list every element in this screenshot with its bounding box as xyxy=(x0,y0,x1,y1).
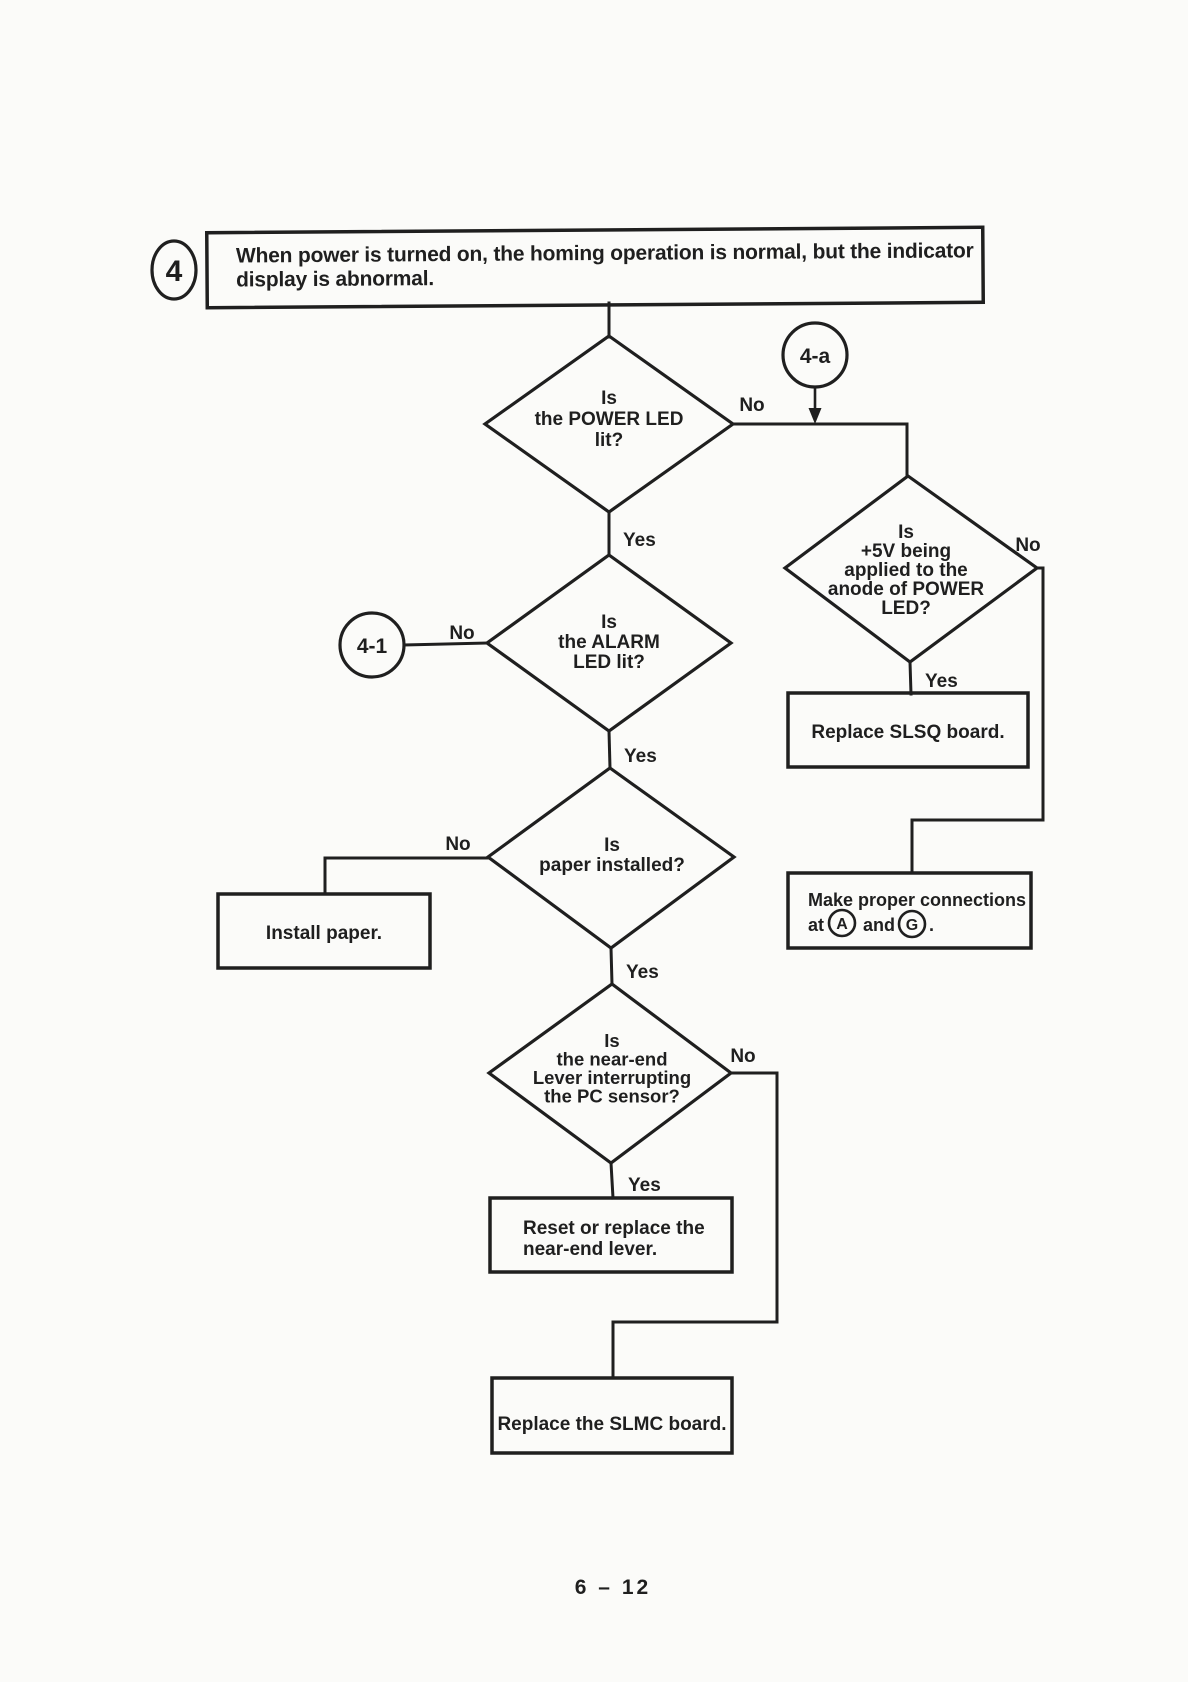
edge-nearend-no xyxy=(611,1071,779,1380)
label-alarm-no: No xyxy=(449,623,474,644)
edge-power-no xyxy=(731,422,909,478)
edge-paper-no xyxy=(323,856,490,896)
page-title: When power is turned on, the homing oper… xyxy=(236,239,974,291)
step-badge-circle xyxy=(150,239,198,301)
action-connections-at: at xyxy=(808,915,824,935)
action-replace-slsq-box xyxy=(786,691,1030,769)
label-paper-no: No xyxy=(445,834,470,855)
label-power-yes: Yes xyxy=(623,530,656,551)
edge-alarm-no xyxy=(403,641,489,647)
title-box xyxy=(204,225,986,310)
action-install-paper-box xyxy=(216,892,432,970)
edge-plus5v-yes xyxy=(908,660,913,696)
connector-41-circle xyxy=(338,611,406,679)
label-nearend-no: No xyxy=(730,1046,755,1067)
action-reset-lever-box xyxy=(488,1196,734,1274)
page-number: 6 – 12 xyxy=(575,1576,651,1599)
action-connections-box xyxy=(786,871,1033,950)
point-g-letter: G xyxy=(906,917,918,934)
edge-nearend-yes xyxy=(609,1161,615,1200)
action-connections-and: and xyxy=(863,915,895,935)
action-connections-period: . xyxy=(929,915,934,935)
arrowhead-4a xyxy=(808,408,822,424)
label-plus5v-yes: Yes xyxy=(925,671,958,692)
connector-4a-label: 4-a xyxy=(800,345,831,368)
label-power-no: No xyxy=(739,395,764,416)
edge-plus5v-no xyxy=(910,566,1045,875)
action-install-paper-label: Install paper. xyxy=(266,923,382,944)
point-a-circle xyxy=(827,908,857,938)
edge-paper-yes xyxy=(609,946,614,986)
point-g-circle xyxy=(897,909,927,939)
action-replace-slmc-label: Replace the SLMC board. xyxy=(497,1414,726,1435)
point-a-letter: A xyxy=(836,916,848,933)
step-badge-label: 4 xyxy=(166,255,183,288)
action-replace-slmc-box xyxy=(490,1376,734,1455)
label-paper-yes: Yes xyxy=(626,962,659,983)
label-nearend-yes: Yes xyxy=(628,1175,661,1196)
edge-alarm-yes xyxy=(607,729,612,770)
connector-41-label: 4-1 xyxy=(357,635,388,658)
label-plus5v-no: No xyxy=(1015,535,1040,556)
label-alarm-yes: Yes xyxy=(624,746,657,767)
action-replace-slsq-label: Replace SLSQ board. xyxy=(811,722,1004,743)
action-connections-line1: Make proper connections xyxy=(808,890,1026,910)
title-group: When power is turned on, the homing oper… xyxy=(204,225,986,310)
